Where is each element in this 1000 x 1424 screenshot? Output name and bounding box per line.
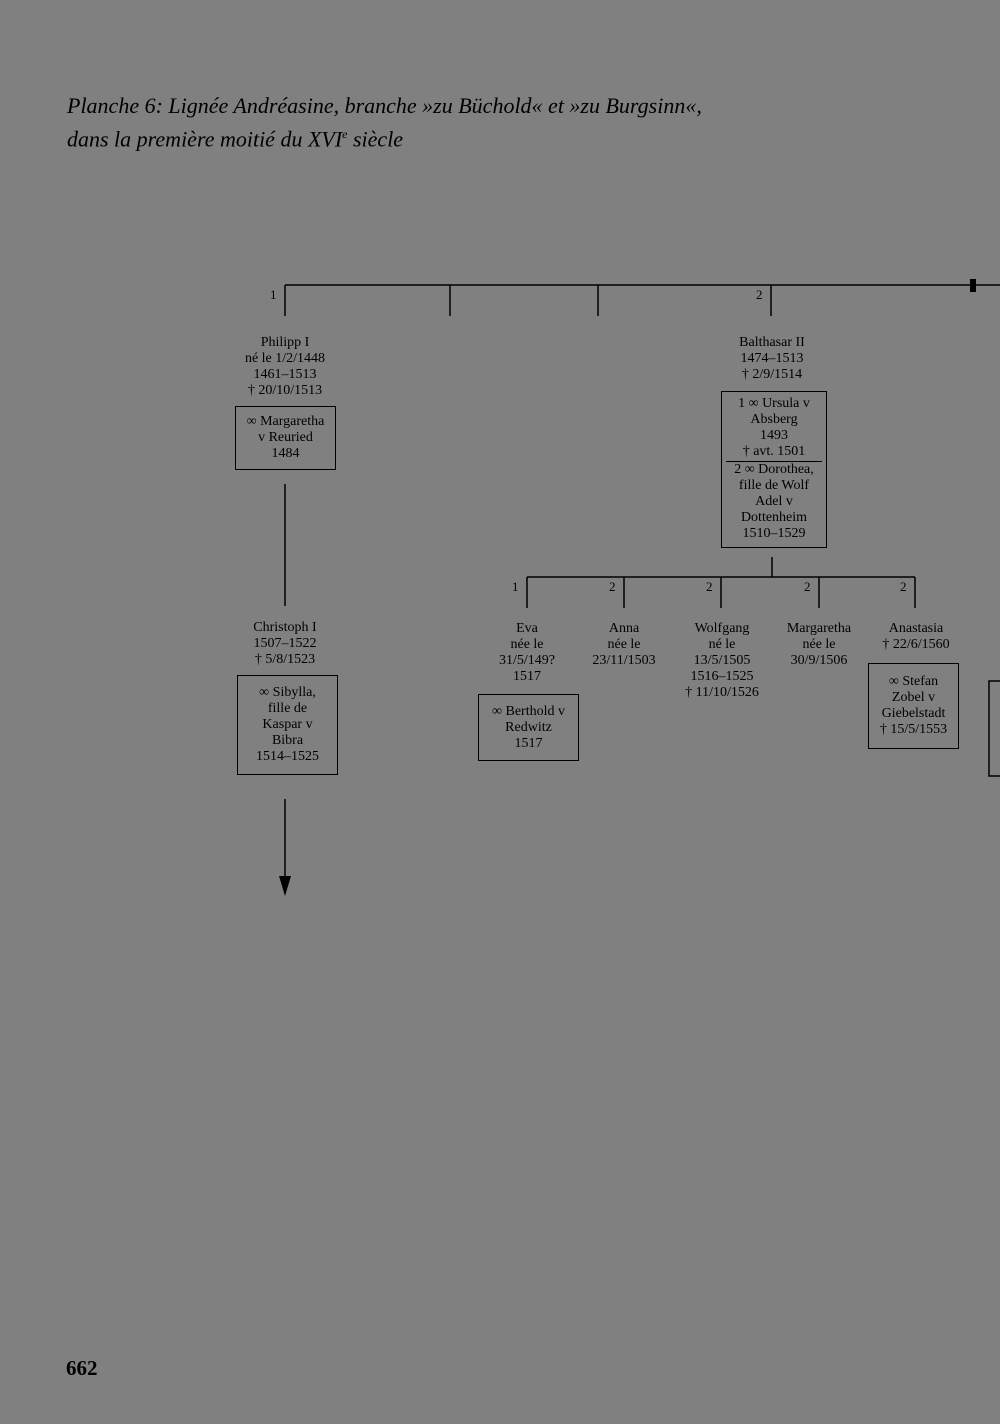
- margaretha-name: Margaretha: [786, 621, 852, 636]
- person-anna: Anna née le 23/11/1503: [574, 621, 674, 669]
- eva-name: Eva: [516, 621, 538, 636]
- marriage-line: Kaspar v: [262, 717, 313, 732]
- marriage-box-eva: ∞ Berthold v Redwitz 1517: [478, 694, 579, 761]
- number-margaretha: 2: [804, 579, 811, 594]
- person-margaretha: Margaretha née le 30/9/1506: [767, 621, 871, 669]
- philipp-birth: né le 1/2/1448: [244, 351, 326, 366]
- wolfgang-birth-label: né le: [708, 637, 736, 652]
- marriage-line: Redwitz: [505, 719, 552, 735]
- person-philipp: Philipp I né le 1/2/1448 1461–1513 † 20/…: [225, 335, 345, 399]
- marriage-line: † 15/5/1553: [879, 722, 948, 737]
- plate-title: Planche 6: Lignée Andréasine, branche »z…: [67, 92, 967, 153]
- anna-name: Anna: [608, 621, 640, 636]
- wolfgang-period: 1516–1525: [690, 669, 754, 684]
- person-christoph: Christoph I 1507–1522 † 5/8/1523: [225, 620, 345, 668]
- marriage-line: Zobel v: [891, 690, 936, 705]
- marriage-box-philipp: ∞ Margaretha v Reuried 1484: [235, 406, 336, 470]
- marriage-line: Adel v: [755, 494, 793, 509]
- number-balthasar: 2: [756, 287, 763, 302]
- eva-birth-date: 31/5/149?: [499, 653, 555, 668]
- marriage-line: 1 ∞ Ursula v: [738, 396, 810, 411]
- marriage-line: fille de Wolf: [738, 478, 810, 493]
- marriage-line: fille de: [267, 701, 308, 716]
- arrow-head: [279, 876, 291, 896]
- philipp-death: † 20/10/1513: [247, 383, 323, 398]
- marriage-line: Dottenheim: [740, 510, 808, 525]
- anastasia-death: † 22/6/1560: [882, 637, 950, 652]
- number-wolfgang: 2: [706, 579, 713, 594]
- marriage-box-christoph: ∞ Sibylla, fille de Kaspar v Bibra 1514–…: [237, 675, 338, 775]
- marriage-line: Bibra: [271, 733, 304, 748]
- marriage-line: Giebelstadt: [881, 706, 946, 721]
- marriage-line: ∞ Margaretha: [246, 414, 325, 429]
- margaretha-birth-date: 30/9/1506: [790, 653, 848, 668]
- person-balthasar: Balthasar II 1474–1513 † 2/9/1514: [712, 335, 832, 383]
- wolfgang-death: † 11/10/1526: [685, 685, 759, 700]
- marriage-line: ∞ Berthold v: [492, 703, 565, 719]
- marriage-box-anastasia: ∞ Stefan Zobel v Giebelstadt † 15/5/1553: [868, 663, 959, 749]
- balthasar-period: 1474–1513: [740, 351, 804, 366]
- marriage-line: Absberg: [750, 412, 798, 427]
- eva-year: 1517: [513, 669, 541, 684]
- eva-birth-label: née le: [510, 637, 544, 652]
- title-line-2: dans la première moitié du XVIe siècle: [67, 126, 404, 152]
- marriage-line: † avt. 1501: [742, 444, 806, 459]
- edge-box-fragment: [988, 680, 1000, 777]
- anna-birth-label: née le: [607, 637, 641, 652]
- marriage-line: 2 ∞ Dorothea,: [726, 461, 822, 478]
- philipp-period: 1461–1513: [253, 367, 317, 382]
- bar-end-marker: [970, 279, 976, 292]
- marriage-line: 1517: [514, 735, 543, 751]
- christoph-death: † 5/8/1523: [254, 652, 316, 667]
- person-wolfgang: Wolfgang né le 13/5/1505 1516–1525 † 11/…: [670, 621, 774, 701]
- wolfgang-birth-date: 13/5/1505: [693, 653, 751, 668]
- marriage-line: 1510–1529: [742, 526, 806, 541]
- philipp-name: Philipp I: [260, 335, 310, 350]
- marriage-line: ∞ Sibylla,: [259, 685, 316, 700]
- number-anastasia: 2: [900, 579, 907, 594]
- title-line-1: Planche 6: Lignée Andréasine, branche »z…: [67, 93, 702, 118]
- balthasar-death: † 2/9/1514: [741, 367, 803, 382]
- margaretha-birth-label: née le: [802, 637, 836, 652]
- number-philipp: 1: [270, 287, 277, 302]
- marriage-line: 1484: [271, 446, 300, 461]
- wolfgang-name: Wolfgang: [694, 621, 750, 636]
- page-number: 662: [66, 1356, 98, 1380]
- person-eva: Eva née le 31/5/149? 1517: [477, 621, 577, 685]
- marriage-line: 1493: [760, 428, 788, 443]
- person-anastasia: Anastasia † 22/6/1560: [864, 621, 968, 653]
- marriage-line: ∞ Stefan: [888, 674, 939, 689]
- balthasar-name: Balthasar II: [739, 335, 805, 350]
- marriage-box-balthasar: 1 ∞ Ursula v Absberg 1493 † avt. 1501 2 …: [721, 391, 827, 548]
- marriage-line: 1514–1525: [256, 749, 319, 764]
- anastasia-name: Anastasia: [888, 621, 944, 636]
- number-anna: 2: [609, 579, 616, 594]
- christoph-name: Christoph I: [253, 620, 317, 635]
- marriage-line: v Reuried: [258, 430, 313, 445]
- number-eva: 1: [512, 579, 519, 594]
- christoph-period: 1507–1522: [253, 636, 317, 651]
- anna-birth-date: 23/11/1503: [592, 653, 656, 668]
